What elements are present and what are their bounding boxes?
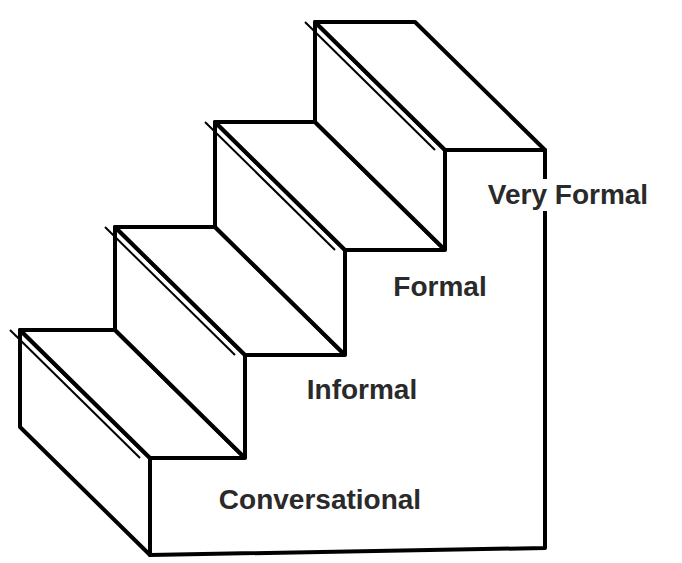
formality-label: Formal (390, 271, 489, 303)
stair-tread (315, 22, 545, 150)
stair-edge (105, 227, 235, 355)
stair-edge (205, 122, 335, 250)
stair-edge (10, 330, 140, 458)
formality-label: Conversational (216, 484, 424, 516)
stair-edge (305, 22, 435, 150)
formality-label: Very Formal (485, 179, 651, 211)
formality-label: Informal (304, 374, 420, 406)
